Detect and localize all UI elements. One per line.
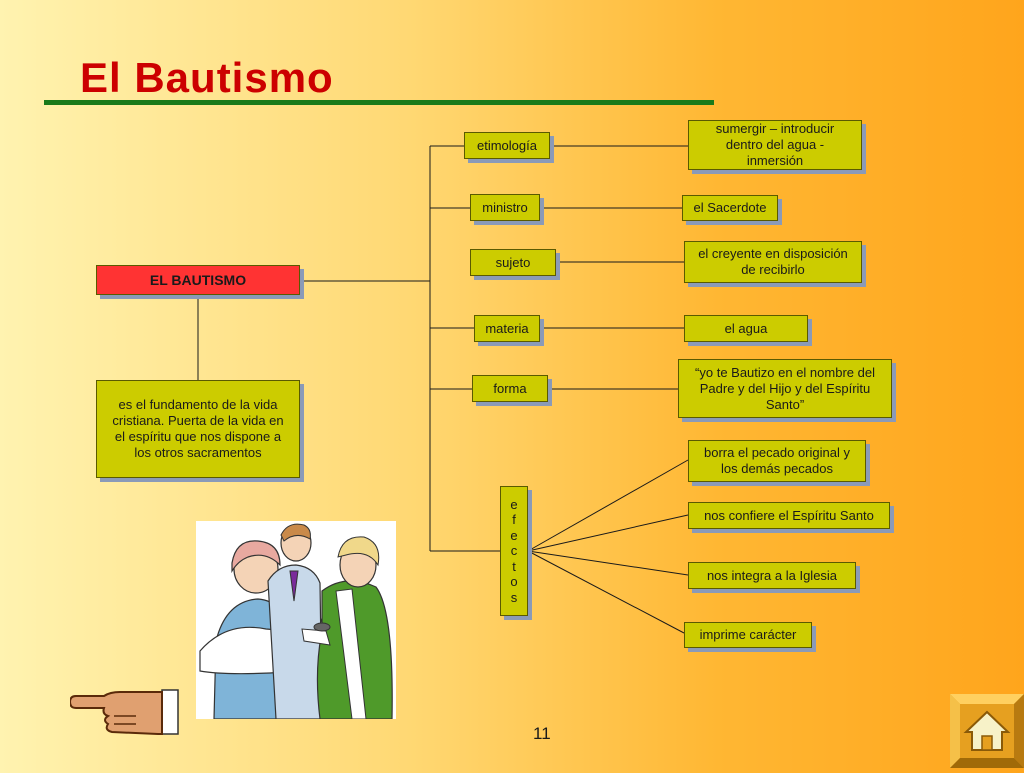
efectos-letter: s — [510, 589, 518, 605]
connector-efectos-3 — [527, 550, 689, 576]
definition-node: es el fundamento de la vida cristiana. P… — [96, 380, 300, 478]
root-node: EL BAUTISMO — [96, 265, 300, 295]
value-sujeto: el creyente en disposición de recibirlo — [684, 241, 862, 283]
efecto-item: borra el pecado original y los demás pec… — [688, 440, 866, 482]
page-title: El Bautismo — [80, 54, 334, 101]
efecto-item: nos integra a la Iglesia — [688, 562, 856, 589]
branch-sujeto: sujeto — [470, 249, 556, 276]
efectos-letter: t — [512, 558, 516, 574]
branch-etimologia: etimología — [464, 132, 550, 159]
efectos-letter: e — [510, 496, 518, 512]
efectos-letter: o — [510, 574, 518, 590]
value-etimologia: sumergir – introducir dentro del agua - … — [688, 120, 862, 170]
page-number: 11 — [533, 724, 551, 743]
efectos-letter: e — [510, 527, 518, 543]
branch-materia: materia — [474, 315, 540, 342]
connector-efectos-2 — [527, 514, 689, 552]
value-forma: “yo te Bautizo en el nombre del Padre y … — [678, 359, 892, 418]
connector-efectos-4 — [527, 550, 685, 634]
efecto-item: nos confiere el Espíritu Santo — [688, 502, 890, 529]
baptism-illustration — [196, 521, 396, 720]
branch-efectos: e f e c t o s — [500, 486, 528, 616]
efectos-letter: c — [510, 543, 518, 559]
home-icon — [950, 694, 1024, 768]
connector-efectos-1 — [527, 459, 689, 552]
efectos-letter: f — [512, 512, 516, 528]
efecto-item: imprime carácter — [684, 622, 812, 648]
title-underline — [44, 100, 714, 105]
value-materia: el agua — [684, 315, 808, 342]
branch-forma: forma — [472, 375, 548, 402]
pointing-hand-icon[interactable] — [68, 678, 182, 740]
value-ministro: el Sacerdote — [682, 195, 778, 221]
branch-ministro: ministro — [470, 194, 540, 221]
home-button[interactable] — [950, 694, 1024, 768]
